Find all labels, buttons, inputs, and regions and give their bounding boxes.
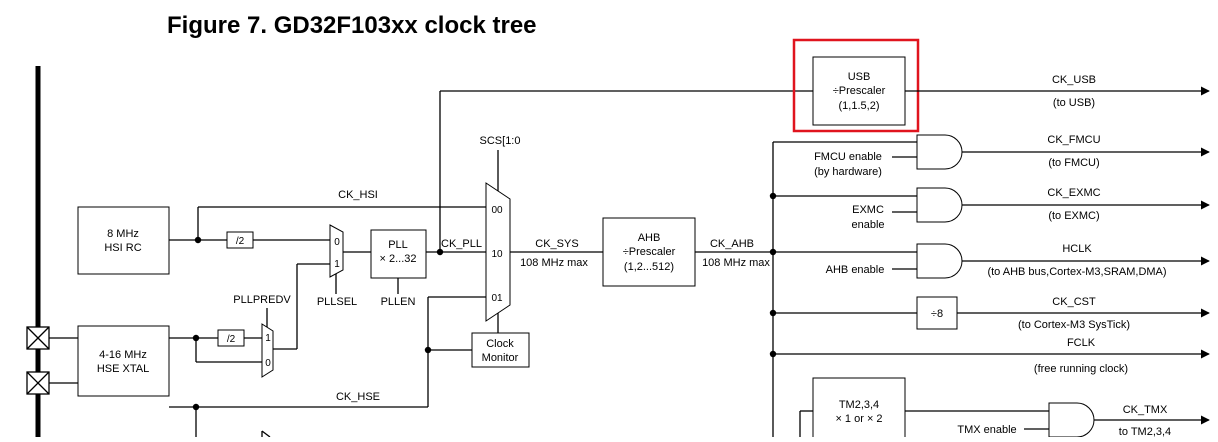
- fmcu-enable-line1: FMCU enable: [814, 151, 882, 163]
- clock-monitor-line1: Clock: [486, 338, 514, 350]
- crystal-pin-bottom: [26, 371, 50, 395]
- ck-pll-label: CK_PLL: [441, 238, 482, 250]
- hsi-rc-line1: 8 MHz: [107, 228, 139, 240]
- exmc-enable-line2: enable: [851, 219, 884, 231]
- output-ck-usb-dest: (to USB): [1053, 97, 1095, 109]
- pllsel-mux: [329, 224, 344, 278]
- output-ck-tmx: CK_TMX: [1123, 404, 1168, 416]
- fmcu-and-gate: [916, 134, 963, 170]
- tm234-line2: × 1 or × 2: [835, 413, 882, 425]
- exmc-and-gate: [916, 187, 963, 223]
- ck-ahb-label: CK_AHB: [710, 238, 754, 250]
- pllen-label: PLLEN: [381, 296, 416, 308]
- hsi-rc-line2: HSI RC: [104, 242, 141, 254]
- ck-ahb-max: 108 MHz max: [702, 257, 770, 269]
- ahb-prescaler-line1: AHB: [638, 232, 661, 244]
- predv-mux-1: 1: [265, 333, 271, 344]
- scs-label: SCS[1:0: [480, 135, 521, 147]
- pllpredv-mux: [261, 323, 274, 378]
- ahb-prescaler-line3: (1,2...512): [624, 261, 674, 273]
- usb-prescaler-line3: (1,1.5,2): [839, 100, 880, 112]
- hse-xtal-line2: HSE XTAL: [97, 363, 149, 375]
- fmcu-enable-line2: (by hardware): [814, 166, 882, 178]
- hsi-div2-label: /2: [236, 236, 245, 247]
- usb-prescaler-line2: ÷Prescaler: [833, 85, 886, 97]
- sys-mux-00: 00: [491, 205, 503, 216]
- clock-monitor-line2: Monitor: [482, 352, 519, 364]
- output-hclk-dest: (to AHB bus,Cortex-M3,SRAM,DMA): [987, 266, 1166, 278]
- predv-mux-0: 0: [265, 358, 271, 369]
- output-ck-fmcu: CK_FMCU: [1047, 134, 1100, 146]
- pllsel-mux-0: 0: [334, 237, 340, 248]
- output-hclk: HCLK: [1062, 243, 1092, 255]
- pllpredv-label: PLLPREDV: [233, 294, 291, 306]
- hse-xtal-line1: 4-16 MHz: [99, 349, 147, 361]
- usb-prescaler-line1: USB: [848, 71, 871, 83]
- figure-title: Figure 7. GD32F103xx clock tree: [167, 12, 537, 39]
- usb-highlight-box: [792, 38, 920, 133]
- pllsel-label: PLLSEL: [317, 296, 357, 308]
- tm234-block: [812, 377, 906, 442]
- output-ck-cst: CK_CST: [1052, 296, 1096, 308]
- crystal-pin-top: [26, 326, 50, 350]
- output-fclk-dest: (free running clock): [1034, 363, 1128, 375]
- tmx-enable-label: TMX enable: [957, 424, 1016, 436]
- exmc-enable-line1: EXMC: [852, 204, 884, 216]
- div8-block: [916, 296, 958, 330]
- tmx-and-gate: [1048, 402, 1095, 438]
- clock-monitor-block: [471, 332, 530, 368]
- ck-sys-max: 108 MHz max: [520, 257, 588, 269]
- output-ck-fmcu-dest: (to FMCU): [1048, 157, 1099, 169]
- hse-xtal-block: [77, 325, 170, 397]
- ck-hse-label: CK_HSE: [336, 391, 380, 403]
- usb-prescaler-block: [812, 56, 906, 126]
- ahb-prescaler-line2: ÷Prescaler: [623, 246, 676, 258]
- sys-clock-mux: [485, 182, 511, 322]
- ck-sys-label: CK_SYS: [535, 238, 578, 250]
- ahb-prescaler-block: [602, 217, 696, 287]
- ck-hsi-label: CK_HSI: [338, 189, 378, 201]
- output-ck-exmc-dest: (to EXMC): [1048, 210, 1099, 222]
- ahb-enable-label: AHB enable: [826, 264, 885, 276]
- hsi-rc-block: [77, 206, 170, 275]
- pllsel-mux-1: 1: [334, 259, 340, 270]
- tm234-line1: TM2,3,4: [839, 399, 879, 411]
- output-ck-exmc: CK_EXMC: [1047, 187, 1100, 199]
- output-ck-cst-dest: (to Cortex-M3 SysTick): [1018, 319, 1130, 331]
- div8-label: ÷8: [931, 308, 943, 320]
- output-ck-usb: CK_USB: [1052, 74, 1096, 86]
- sys-mux-10: 10: [491, 249, 503, 260]
- hse-div2-label: /2: [227, 334, 236, 345]
- output-ck-tmx-dest: to TM2,3,4: [1119, 426, 1171, 437]
- pll-line1: PLL: [388, 239, 408, 251]
- hclk-and-gate: [916, 243, 963, 279]
- pll-line2: × 2...32: [379, 253, 416, 265]
- sys-mux-01: 01: [491, 293, 503, 304]
- output-fclk: FCLK: [1067, 337, 1096, 349]
